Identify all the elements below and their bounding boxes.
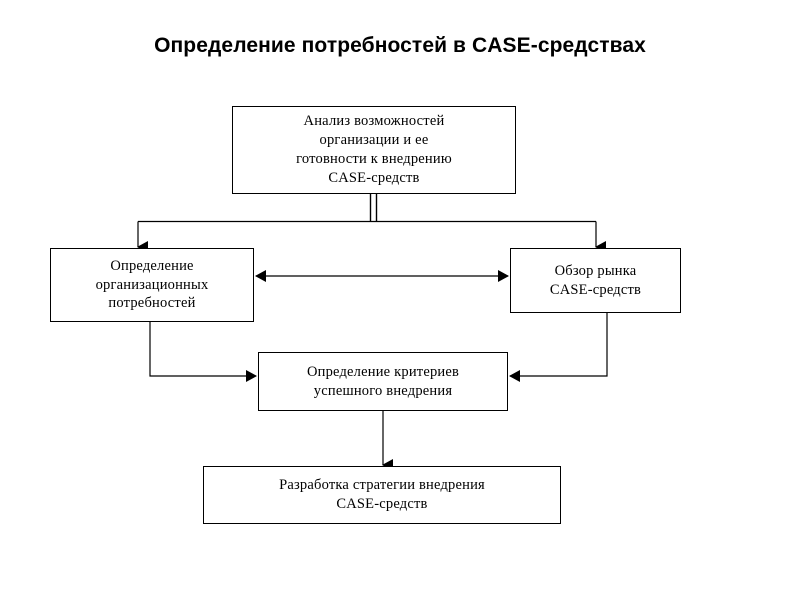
node-label: Обзор рынка CASE-средств xyxy=(549,262,642,298)
node-implementation-strategy[interactable]: Разработка стратегии внедрения CASE-сред… xyxy=(203,466,561,524)
page-title: Определение потребностей в CASE-средства… xyxy=(154,34,646,57)
node-organizational-needs[interactable]: Определение организационных потребностей xyxy=(50,248,254,322)
node-market-review[interactable]: Обзор рынка CASE-средств xyxy=(510,248,681,313)
node-success-criteria[interactable]: Определение критериев успешного внедрени… xyxy=(258,352,508,411)
edge-market-to-criteria xyxy=(509,313,608,382)
node-label: Определение критериев успешного внедрени… xyxy=(306,363,460,399)
node-label: Разработка стратегии внедрения CASE-сред… xyxy=(279,477,485,512)
edge-org-needs-to-criteria xyxy=(149,322,257,382)
node-label: Анализ возможностей организации и ее гот… xyxy=(296,113,452,186)
node-label: Определение организационных потребностей xyxy=(95,257,209,312)
node-analysis-of-capabilities[interactable]: Анализ возможностей организации и ее гот… xyxy=(232,106,516,194)
